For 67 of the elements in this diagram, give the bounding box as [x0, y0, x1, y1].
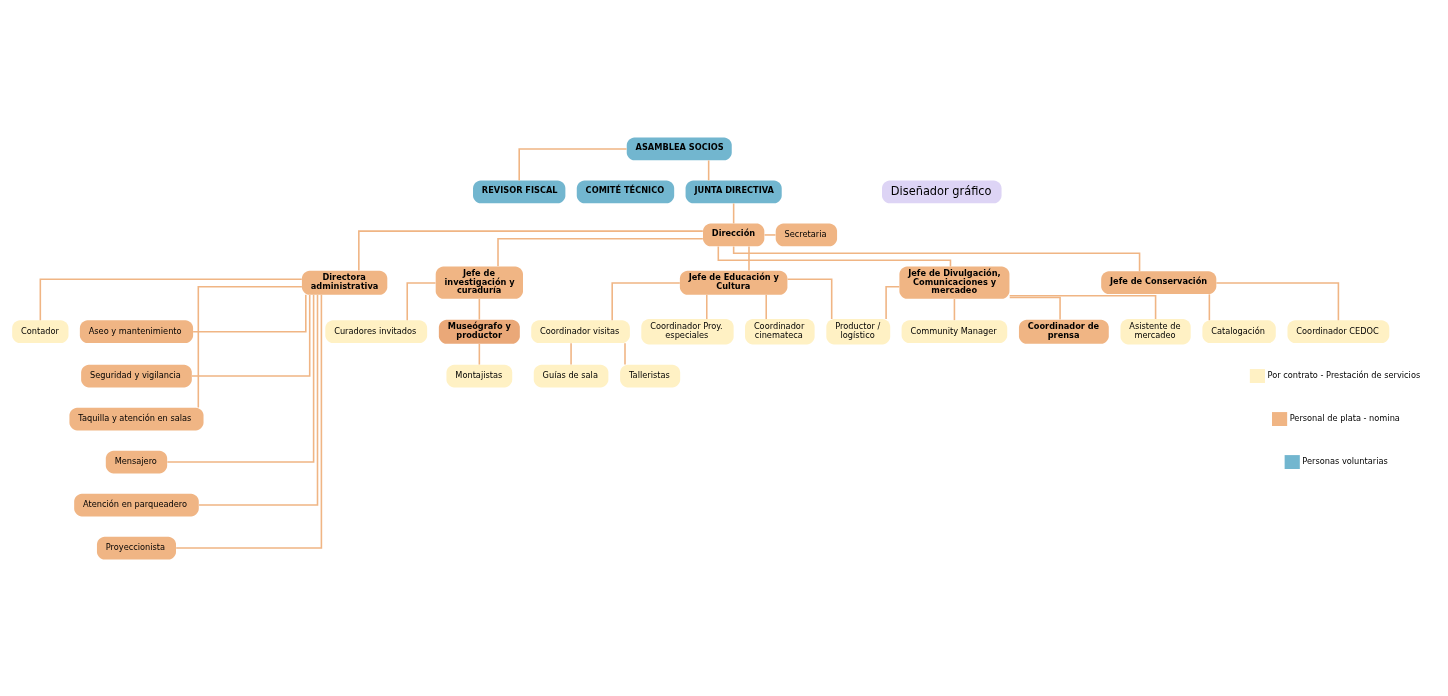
node-box: Asistente de mercadeo	[1120, 318, 1191, 344]
connector	[570, 341, 572, 365]
connector	[175, 293, 323, 549]
legend-label: Personas voluntarias	[1302, 455, 1388, 466]
connector	[358, 229, 704, 271]
node-box: Taquilla y atención en salas	[69, 407, 204, 430]
legend-label: Por contrato - Prestación de servicios	[1267, 369, 1421, 380]
connector	[518, 147, 628, 181]
node-box: Museógrafo y productor	[438, 319, 520, 344]
node-box: Jefe de investigación y curaduría	[435, 266, 523, 299]
connector	[786, 277, 833, 320]
node-box: Jefe de Educación y Cultura	[679, 270, 788, 295]
connector	[1215, 281, 1340, 321]
connector	[1208, 293, 1211, 321]
connector	[624, 341, 626, 365]
connector	[1008, 296, 1061, 320]
node-box: Productor / logístico	[826, 318, 891, 344]
node-box: Diseñador gráfico	[882, 180, 1002, 203]
node-box: Atención en parqueadero	[74, 493, 199, 516]
node-box: Coordinador Proy. especiales	[641, 318, 734, 344]
node-box: ASAMBLEA SOCIOS	[626, 137, 732, 160]
node-box: Catalogación	[1202, 319, 1276, 343]
connector	[478, 297, 481, 320]
connector	[953, 297, 956, 321]
node-box: Coordinador CEDOC	[1287, 319, 1390, 343]
connector	[748, 245, 750, 271]
node-box: Seguridad y vigilancia	[81, 364, 192, 387]
connector	[717, 245, 952, 267]
connector	[763, 233, 777, 236]
connector	[732, 245, 1141, 272]
node-box: Curadores invitados	[325, 319, 428, 343]
node-box: Coordinador de prensa	[1018, 319, 1109, 344]
connector	[732, 202, 735, 224]
connector	[885, 285, 901, 320]
node-box: Aseo y mantenimiento	[79, 319, 194, 343]
connector	[497, 237, 704, 267]
node-box: Coordinador visitas	[531, 319, 630, 343]
node-box: Coordinador cinemateca	[745, 318, 815, 344]
node-box: Jefe de Conservación	[1101, 270, 1217, 294]
node-box: Jefe de Divulgación, Comunicaciones y mercadeo	[899, 266, 1010, 299]
node-box: Talleristas	[620, 364, 681, 387]
node-box: Contador	[12, 319, 69, 343]
connector	[191, 293, 311, 377]
node-box: REVISOR FISCAL	[473, 180, 566, 203]
connector	[39, 277, 303, 321]
connector	[198, 293, 319, 506]
connector	[707, 159, 710, 181]
node-box: JUNTA DIRECTIVA	[685, 180, 782, 203]
connector	[197, 285, 303, 408]
node-box: Proyeccionista	[96, 536, 176, 559]
connector	[705, 293, 708, 320]
node-box: Guías de sala	[533, 364, 609, 387]
legend-label: Personal de plata - nomina	[1289, 412, 1400, 423]
node-box: Community Manager	[901, 319, 1008, 343]
node-box: COMITÉ TÉCNICO	[576, 180, 675, 203]
connector	[1008, 294, 1157, 320]
connector	[765, 293, 767, 320]
connector	[611, 281, 681, 321]
node-box: Directora administrativa	[301, 270, 388, 295]
connector	[478, 342, 481, 365]
node-box: Dirección	[702, 223, 765, 246]
connector	[166, 293, 315, 463]
connector	[192, 293, 307, 333]
node-box: Secretaria	[775, 223, 838, 246]
node-box: Mensajero	[105, 450, 168, 473]
connector	[406, 281, 437, 321]
node-box: Montajistas	[446, 364, 513, 387]
